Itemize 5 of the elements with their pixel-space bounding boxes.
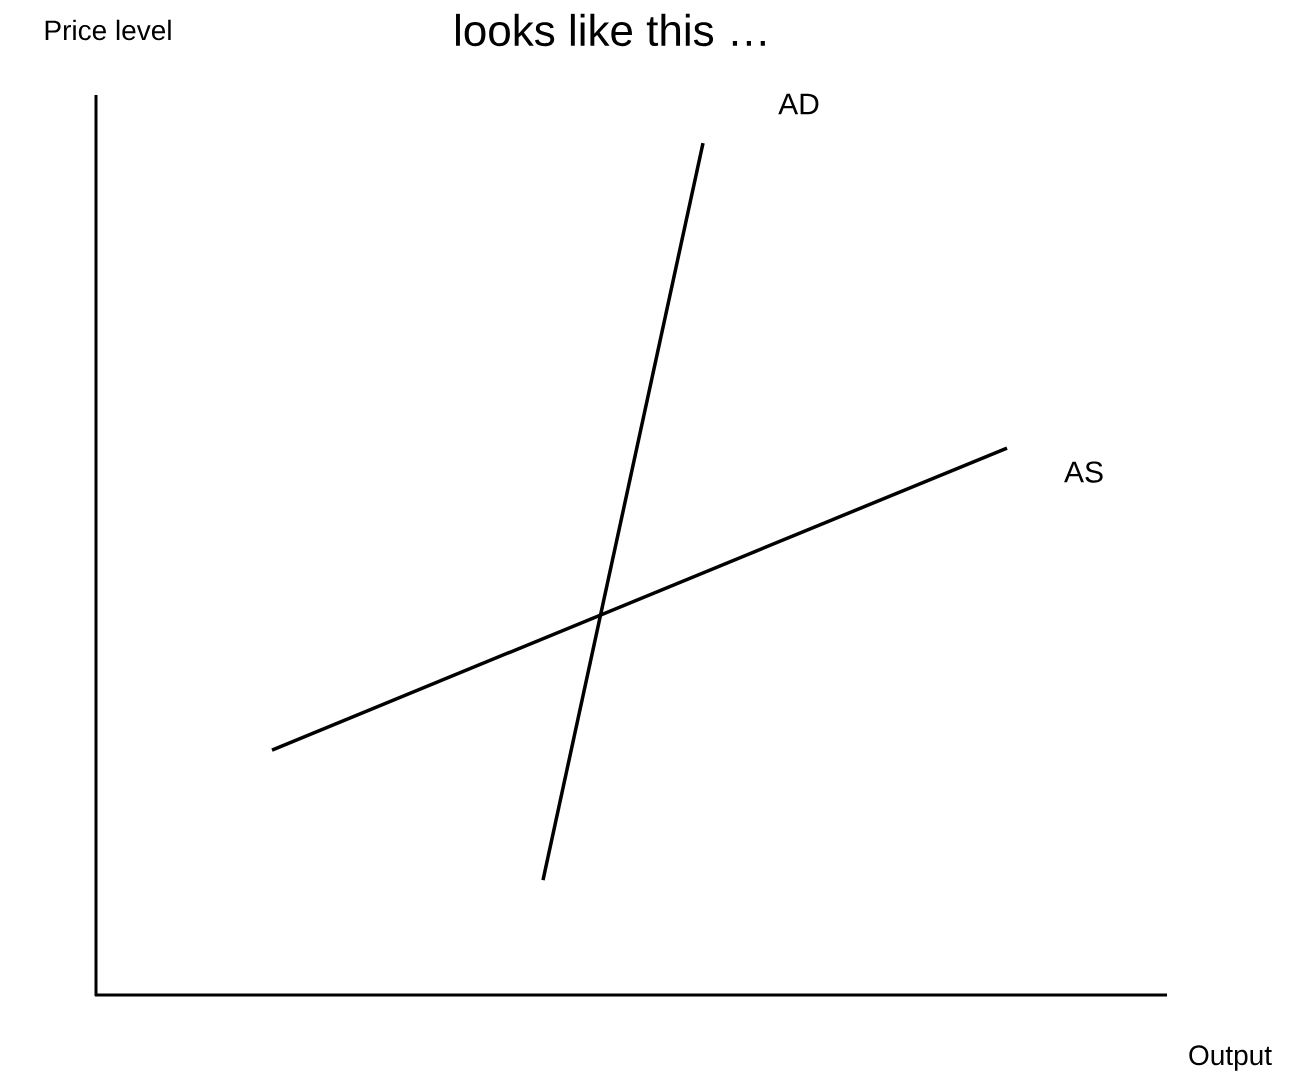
title: looks like this … <box>456 13 765 47</box>
axis-label: Output <box>1189 1045 1272 1071</box>
curve-label: AS <box>1064 461 1103 483</box>
axis-label: Price level <box>45 19 171 41</box>
curve-label: AD <box>778 93 819 115</box>
